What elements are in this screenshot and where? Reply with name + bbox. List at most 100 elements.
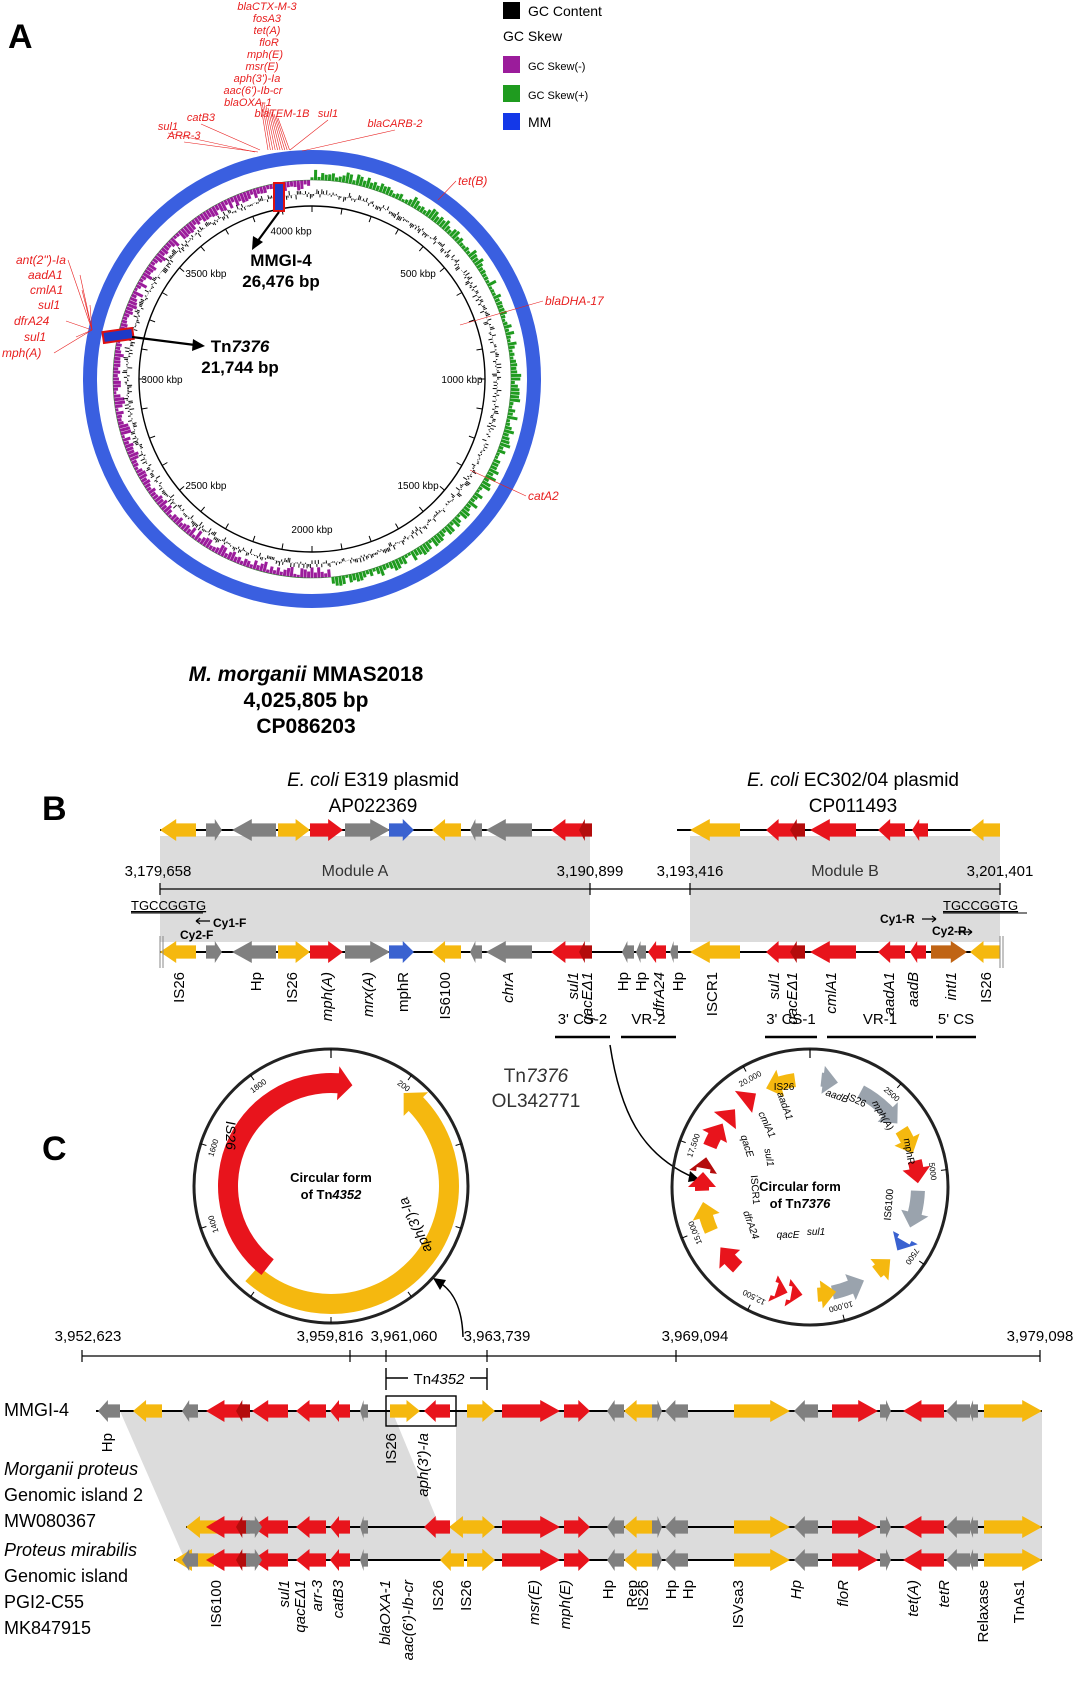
gene-arrow — [345, 819, 390, 841]
ruler-label: 3,963,739 — [464, 1328, 531, 1345]
gene-arrow — [206, 941, 222, 963]
gc-content-bar — [482, 438, 487, 442]
gc-skew-bar — [191, 534, 196, 539]
gene-arrow — [794, 1549, 818, 1571]
panel-label-c: C — [42, 1130, 67, 1168]
gc-content-bar — [177, 247, 181, 250]
gc-skew-bar — [223, 199, 229, 206]
gc-skew-bar — [134, 466, 139, 471]
primer-cy1-f-arrow — [195, 917, 210, 925]
gene-arrow — [624, 1516, 652, 1538]
annotation-line — [267, 107, 278, 151]
gc-skew-bar — [436, 532, 445, 542]
tsd-left: TGCCGGTG — [131, 898, 206, 913]
gc-content-bar — [469, 284, 472, 287]
gc-content-bar — [194, 234, 196, 236]
minor-tick — [149, 435, 156, 439]
gc-skew-bar — [175, 232, 180, 238]
panel-a: GC Content GC Skew GC Skew(-) GC Skew(+)… — [2, 1, 605, 738]
gene-arrow — [665, 1400, 688, 1422]
tn4352-label: Tn4352 — [414, 1371, 466, 1388]
gc-content-bar — [132, 424, 136, 426]
gene-arrow — [252, 1400, 288, 1422]
gene-label: Rep — [624, 1580, 641, 1608]
gc-skew-bar — [160, 247, 169, 255]
track2-label-accession: MW080367 — [4, 1511, 96, 1531]
gene-arc — [894, 1126, 920, 1154]
gc-content-bar — [472, 469, 476, 472]
gene-label: Hp — [670, 972, 687, 991]
gc-skew-bar — [362, 180, 367, 188]
gc-content-bar — [485, 313, 491, 317]
ref2-accession: CP011493 — [809, 796, 897, 817]
gene-label: arr-3 — [309, 1579, 326, 1611]
gc-skew-bar — [296, 180, 301, 191]
primer-cy1-r: Cy1-R — [880, 912, 915, 926]
gc-content-bar — [163, 267, 169, 271]
gc-content-bar — [435, 511, 439, 515]
gc-skew-bar — [427, 208, 437, 219]
gc-skew-bar — [220, 546, 228, 557]
gc-skew-bar — [196, 215, 203, 222]
gene-arc — [901, 1190, 929, 1228]
gene-annotation-left: sul1 — [38, 298, 60, 312]
gc-skew-bar — [134, 287, 139, 292]
gc-content-bar — [469, 286, 473, 289]
gene-arrow — [296, 1400, 326, 1422]
gc-content-bar — [213, 536, 216, 540]
gene-arrow — [880, 1400, 891, 1422]
gc-skew-bar — [504, 328, 510, 333]
gc-content-bar — [181, 243, 184, 247]
gene-label: Hp — [788, 1580, 805, 1599]
gene-arrow — [607, 1516, 624, 1538]
gc-content-bar — [139, 443, 143, 446]
gc-content-bar — [232, 546, 235, 550]
circle-tick — [842, 1314, 845, 1321]
gc-content-bar — [271, 556, 274, 560]
gc-content-bar — [207, 222, 211, 226]
gc-content-bar — [411, 224, 415, 228]
primer-cy2-f: Cy2-F — [180, 928, 213, 942]
gc-content-bar — [165, 264, 170, 269]
gc-content-bar — [173, 502, 175, 505]
gene-label: Hp — [600, 1580, 617, 1599]
gc-skew-bar — [436, 216, 445, 226]
gc-content-bar — [472, 285, 478, 289]
gc-skew-bar — [163, 244, 170, 252]
gene-label: Hp — [248, 972, 265, 991]
gc-skew-bar — [416, 546, 423, 555]
gene-label: IS6100 — [437, 972, 454, 1020]
gc-skew-bar — [118, 423, 129, 429]
gene-label: IS26 — [635, 1580, 652, 1611]
tn4352-label-bg — [408, 1369, 470, 1387]
gene-annotation-top: aph(3')-Ia — [234, 73, 281, 85]
gene-arrow — [969, 1400, 978, 1422]
gc-content-bar — [492, 418, 496, 421]
gc-content-bar — [138, 453, 144, 457]
gc-content-bar — [456, 493, 461, 498]
minor-tick — [439, 267, 445, 273]
gene-label: Hp — [663, 1580, 680, 1599]
minor-tick — [476, 348, 483, 351]
gc-skew-bar — [114, 404, 123, 409]
gc-content-bar — [365, 197, 368, 203]
gc-content-bar — [245, 552, 248, 556]
gene-label: tetR — [936, 1580, 953, 1608]
gene-arrow — [579, 941, 592, 963]
coord-label-1: 3,179,658 — [125, 863, 192, 880]
gene-arrow — [206, 819, 222, 841]
gc-content-bar — [471, 463, 476, 467]
gc-content-bar — [137, 315, 141, 317]
gene-arrow — [794, 1516, 818, 1538]
gc-content-bar — [455, 259, 460, 263]
gene-arrow — [467, 1549, 495, 1571]
gc-skew-bar — [351, 179, 356, 185]
gc-skew-bar — [362, 570, 367, 578]
ref1-accession: AP022369 — [329, 796, 418, 817]
gc-content-bar — [128, 400, 133, 403]
legend-label-mm: MM — [528, 114, 551, 130]
gene-arc — [817, 1280, 837, 1309]
gc-skew-bar — [220, 201, 228, 212]
